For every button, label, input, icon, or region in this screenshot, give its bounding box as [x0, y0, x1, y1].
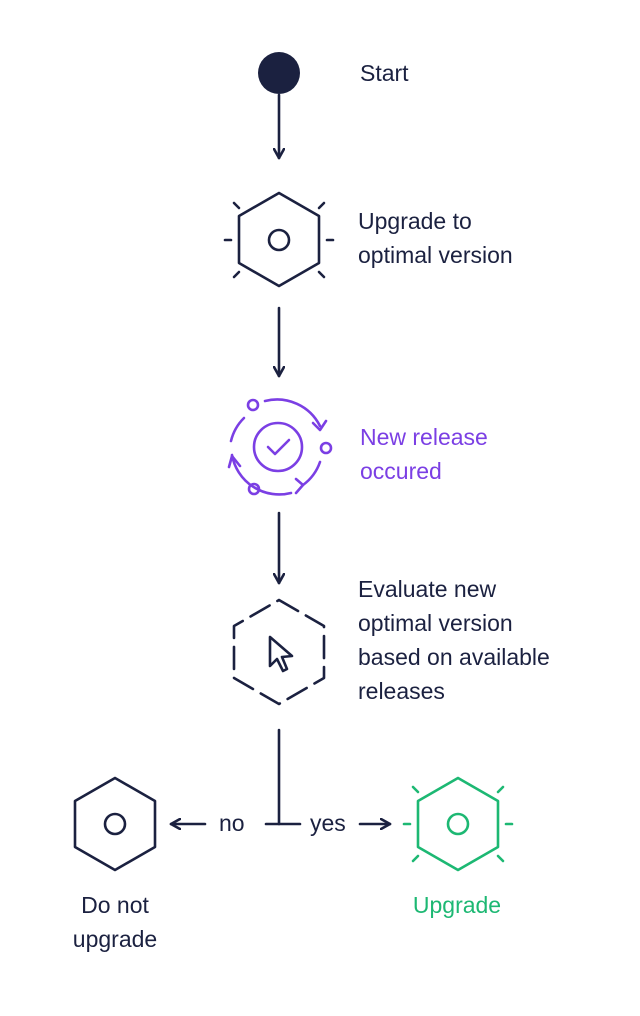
new-release-label: New release occured — [360, 424, 488, 484]
hexagon-cursor-icon — [232, 598, 326, 706]
start-dot-icon — [258, 52, 300, 94]
upgrade-label: Upgrade — [412, 892, 502, 918]
start-label: Start — [360, 60, 409, 86]
hexagon-icon — [73, 776, 157, 872]
upgrade-optimal-label: Upgrade to optimal version — [358, 208, 513, 268]
edge-yes-label: yes — [310, 810, 346, 836]
cycle-check-icon — [227, 398, 333, 496]
edge-no-label: no — [219, 810, 245, 836]
evaluate-label: Evaluate new optimal version based on av… — [358, 576, 550, 704]
do-not-upgrade-label: Do not upgrade — [72, 892, 158, 952]
hexagon-sun-icon — [223, 191, 335, 288]
hexagon-sun-icon-upgrade — [402, 776, 514, 872]
